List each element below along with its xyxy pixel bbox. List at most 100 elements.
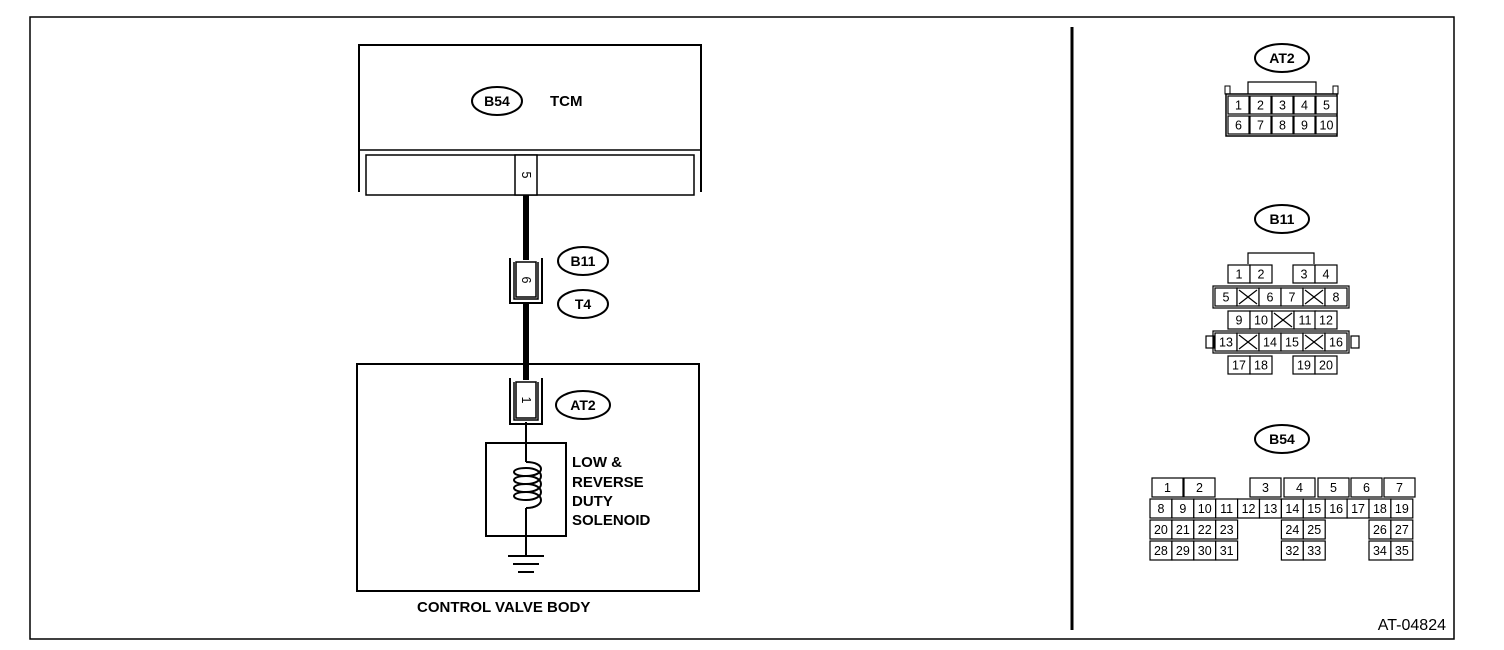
b54-pin-5: 5 [1317, 477, 1350, 498]
b11-pin-9: 9 [1227, 310, 1251, 330]
at2-pin-10: 10 [1315, 115, 1338, 135]
svg-text:26: 26 [1373, 523, 1387, 537]
at2-pin-3: 3 [1271, 95, 1294, 115]
b11-blank-cavity [1302, 287, 1326, 307]
b54-pin-3: 3 [1249, 477, 1282, 498]
at2-pin-1: 1 [1227, 95, 1250, 115]
svg-text:15: 15 [1307, 502, 1321, 516]
svg-text:6: 6 [1235, 119, 1242, 133]
b11-pin-14: 14 [1258, 332, 1282, 352]
svg-text:4: 4 [1301, 99, 1308, 113]
at2-connector-label: AT2 [570, 397, 596, 413]
svg-text:10: 10 [1320, 119, 1334, 133]
at2-face-oval [1254, 43, 1310, 73]
svg-text:5: 5 [1330, 481, 1337, 495]
svg-text:3: 3 [1301, 268, 1308, 282]
b11-pin-2: 2 [1249, 264, 1273, 284]
b54-pin-22: 22 [1193, 519, 1217, 540]
svg-text:20: 20 [1319, 359, 1333, 373]
solenoid-label-line-4: SOLENOID [572, 512, 651, 529]
svg-text:15: 15 [1285, 336, 1299, 350]
svg-text:3: 3 [1262, 481, 1269, 495]
b54-pin-26: 26 [1368, 519, 1392, 540]
svg-text:4: 4 [1296, 481, 1303, 495]
b54-pin-23: 23 [1215, 519, 1239, 540]
svg-text:18: 18 [1373, 502, 1387, 516]
svg-text:5: 5 [1323, 99, 1330, 113]
b54-pin-19: 19 [1390, 498, 1414, 519]
svg-text:7: 7 [1396, 481, 1403, 495]
diagram-frame [29, 16, 1455, 640]
b11-pin-13: 13 [1214, 332, 1238, 352]
b11-pin-10: 10 [1249, 310, 1273, 330]
svg-text:32: 32 [1285, 544, 1299, 558]
svg-text:6: 6 [1363, 481, 1370, 495]
control-valve-body: 1 AT2 LOW & REVERSE DUTY SOLENOID [356, 363, 700, 592]
at2-pin-6: 6 [1227, 115, 1250, 135]
b54-pin-32: 32 [1280, 540, 1304, 561]
svg-text:29: 29 [1176, 544, 1190, 558]
b11-pin-1: 1 [1227, 264, 1251, 284]
b54-pin-17: 17 [1346, 498, 1370, 519]
svg-text:35: 35 [1395, 544, 1409, 558]
b54-pin-34: 34 [1368, 540, 1392, 561]
b54-pin-35: 35 [1390, 540, 1414, 561]
at2-pin-8: 8 [1271, 115, 1294, 135]
tcm-pin-number: 5 [519, 172, 533, 179]
b11-face-oval [1254, 204, 1310, 234]
b54-pin-30: 30 [1193, 540, 1217, 561]
b11-pin-12: 12 [1314, 310, 1338, 330]
at2-connector-oval [555, 390, 611, 420]
solenoid-label-line-2: REVERSE [572, 474, 644, 491]
b54-pin-8: 8 [1149, 498, 1173, 519]
b54-face-oval [1254, 424, 1310, 454]
svg-text:1: 1 [1236, 268, 1243, 282]
b54-pin-27: 27 [1390, 519, 1414, 540]
b11-pin-16: 16 [1324, 332, 1348, 352]
b11-connector-label: B11 [571, 253, 596, 269]
b54-pin-9: 9 [1171, 498, 1195, 519]
svg-text:16: 16 [1329, 502, 1343, 516]
svg-text:24: 24 [1285, 523, 1299, 537]
junction-connector: 6 B11 T4 [509, 246, 609, 319]
svg-text:7: 7 [1257, 119, 1264, 133]
svg-text:23: 23 [1220, 523, 1234, 537]
svg-text:11: 11 [1220, 502, 1233, 516]
svg-text:1: 1 [1164, 481, 1171, 495]
svg-text:19: 19 [1395, 502, 1409, 516]
b54-pin-33: 33 [1302, 540, 1326, 561]
b11-pin-6: 6 [1258, 287, 1282, 307]
svg-text:7: 7 [1289, 291, 1296, 305]
svg-text:30: 30 [1198, 544, 1212, 558]
b11-pin-4: 4 [1314, 264, 1338, 284]
svg-text:13: 13 [1219, 336, 1233, 350]
svg-text:8: 8 [1333, 291, 1340, 305]
solenoid-label-line-3: DUTY [572, 493, 613, 510]
b54-pin-1: 1 [1151, 477, 1184, 498]
b54-pin-25: 25 [1302, 519, 1326, 540]
svg-text:34: 34 [1373, 544, 1387, 558]
b11-pin-19: 19 [1292, 355, 1316, 375]
svg-text:21: 21 [1176, 523, 1190, 537]
b54-pin-10: 10 [1193, 498, 1217, 519]
b54-pin-14: 14 [1280, 498, 1304, 519]
b54-pin-11: 11 [1215, 498, 1239, 519]
junction-pin-number: 6 [519, 277, 533, 284]
b54-pin-13: 13 [1258, 498, 1282, 519]
b54-pin-4: 4 [1283, 477, 1316, 498]
at2-pin-number: 1 [519, 397, 533, 404]
tcm-label: TCM [550, 93, 583, 110]
svg-text:14: 14 [1285, 502, 1299, 516]
at2-pin-5: 5 [1315, 95, 1338, 115]
svg-text:9: 9 [1301, 119, 1308, 133]
svg-text:17: 17 [1351, 502, 1365, 516]
b54-pin-20: 20 [1149, 519, 1173, 540]
svg-text:25: 25 [1307, 523, 1321, 537]
b54-pin-2: 2 [1183, 477, 1216, 498]
b11-pin-11: 11 [1293, 310, 1317, 330]
svg-text:10: 10 [1198, 502, 1212, 516]
svg-text:18: 18 [1254, 359, 1268, 373]
svg-text:12: 12 [1319, 314, 1333, 328]
